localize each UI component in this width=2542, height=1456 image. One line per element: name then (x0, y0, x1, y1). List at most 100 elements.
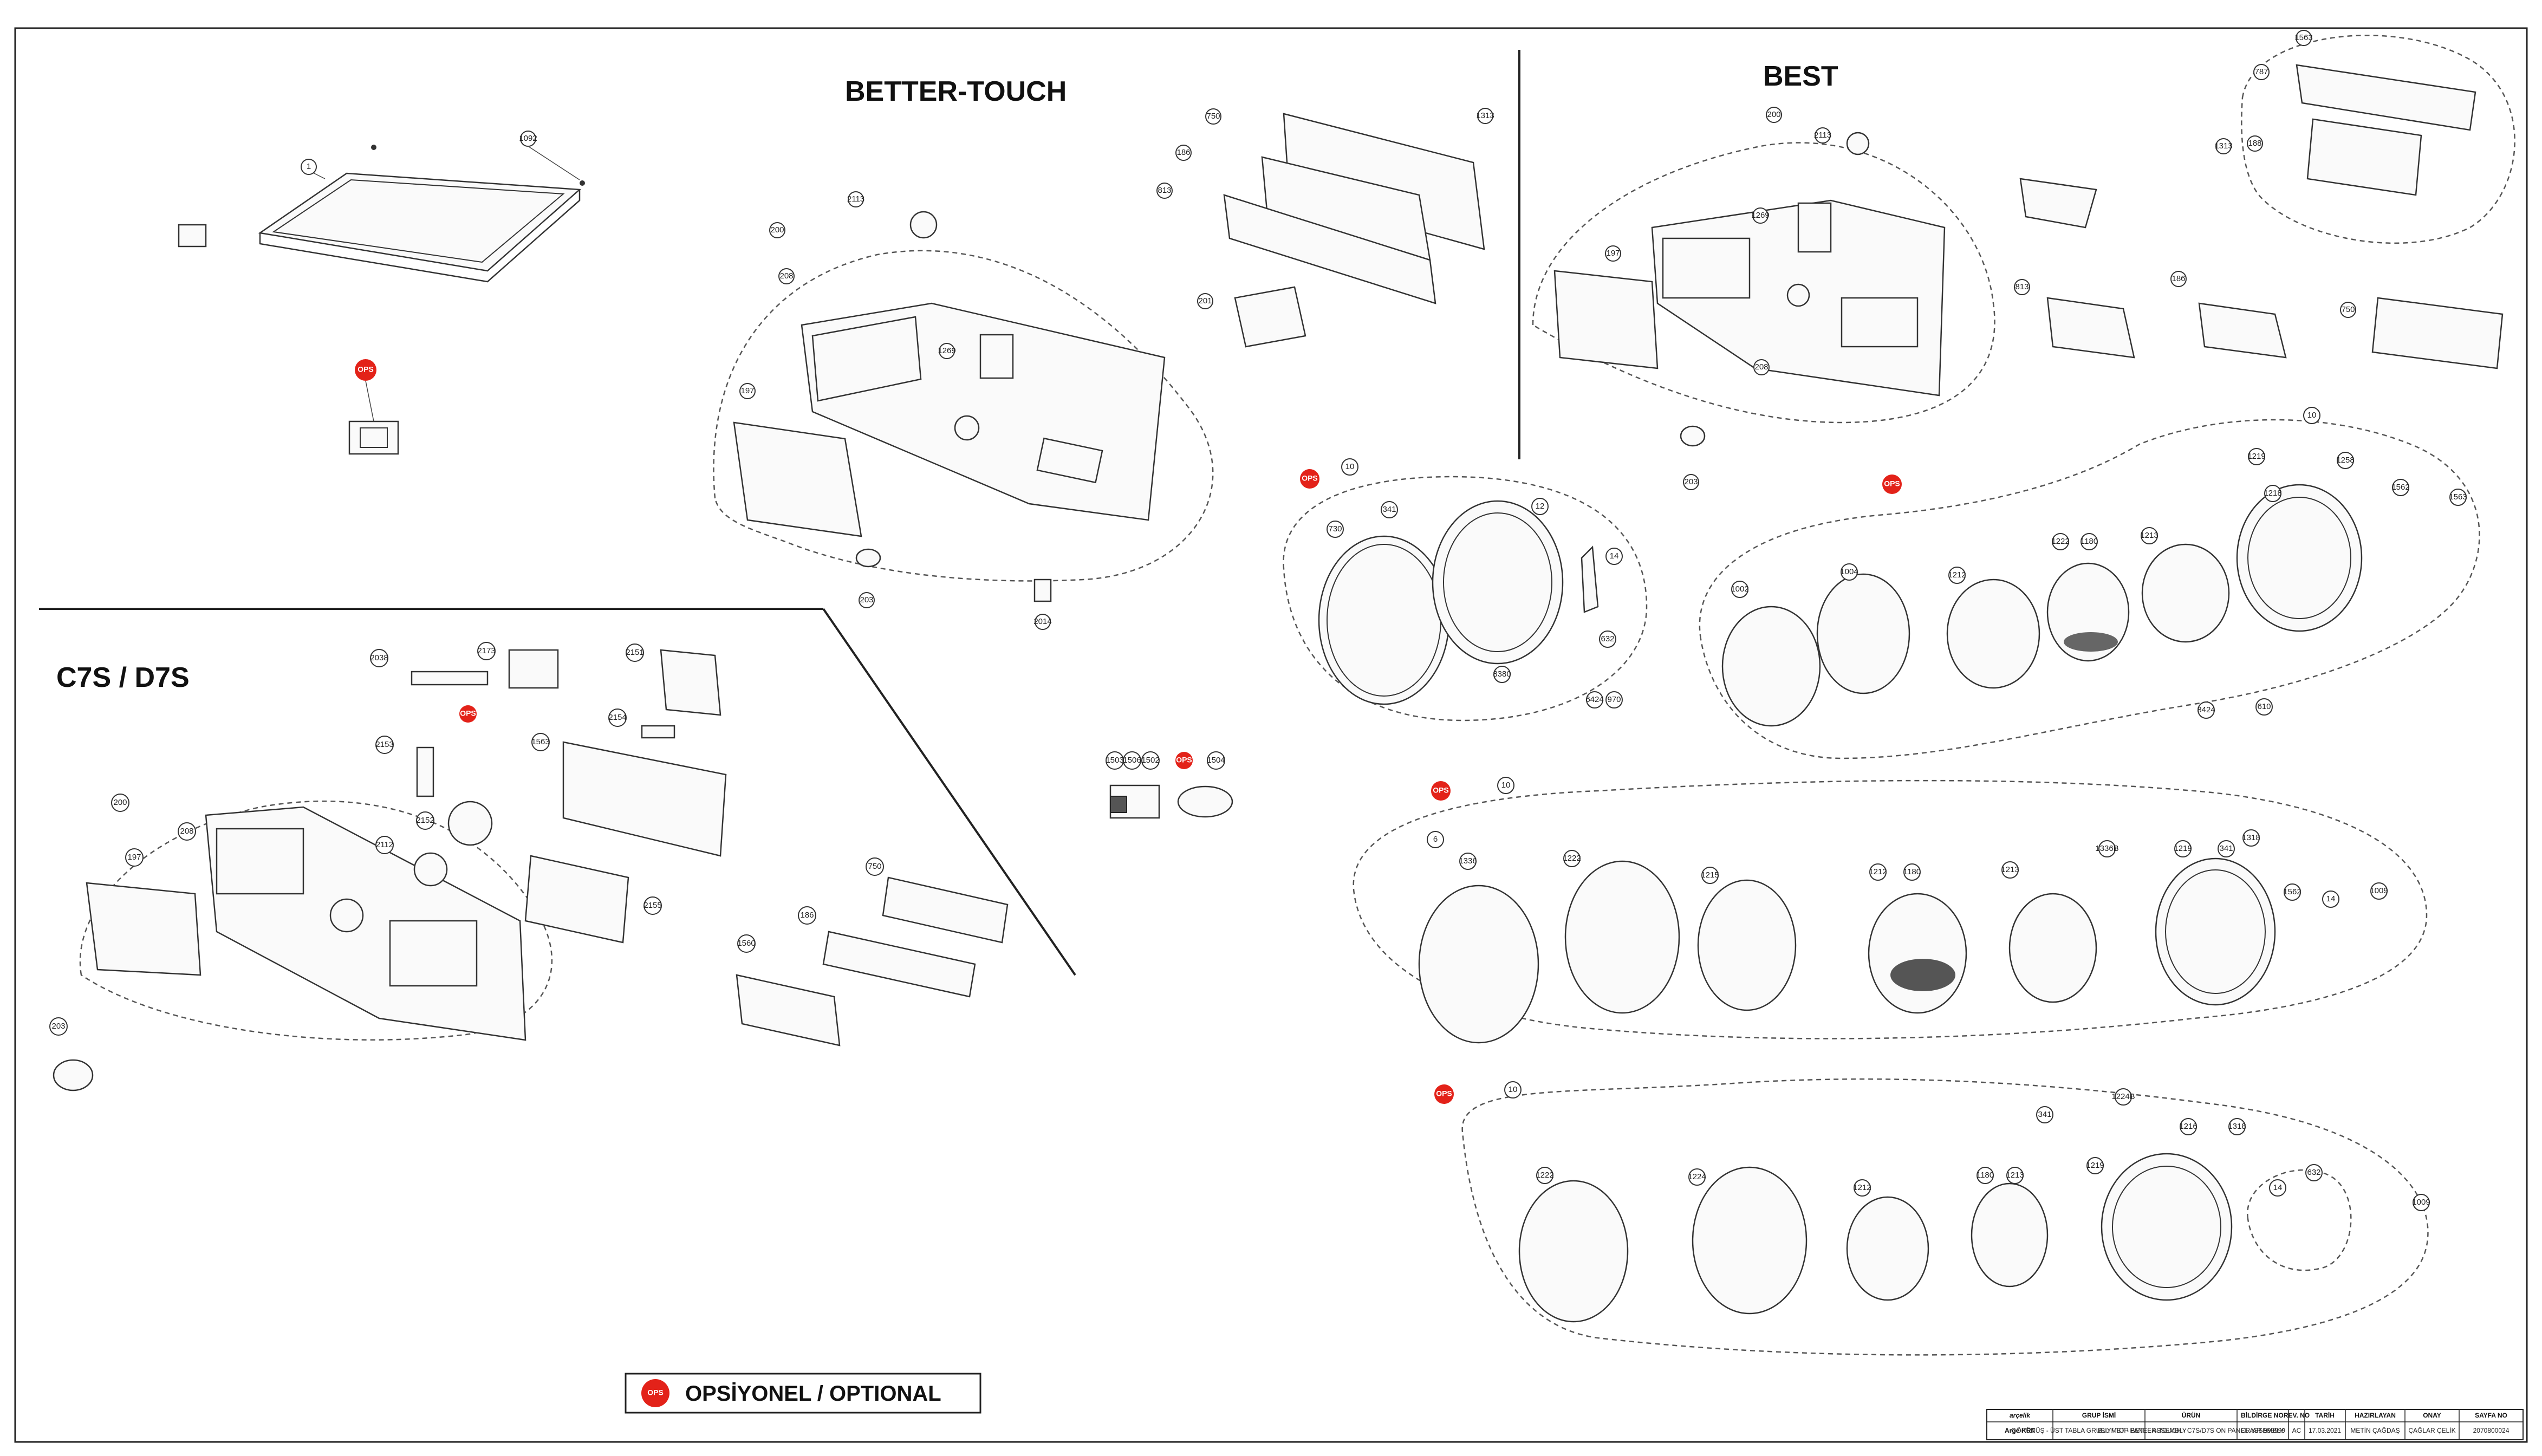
cable-2038 (411, 671, 489, 686)
svg-text:1222: 1222 (1536, 1171, 1553, 1180)
best-display-window (1841, 297, 1919, 348)
svg-text:208: 208 (1754, 362, 1768, 372)
svg-text:6: 6 (1433, 835, 1438, 844)
svg-text:1213: 1213 (2006, 1171, 2024, 1180)
svg-text:200: 200 (770, 225, 784, 235)
door4-glass (1971, 1182, 2049, 1288)
door3-main-frame (2155, 857, 2276, 1006)
detergent-drawer (733, 421, 862, 537)
door2-main-frame (2236, 484, 2363, 632)
svg-text:1562: 1562 (2391, 483, 2409, 492)
screw-icon (371, 145, 376, 150)
svg-text:203: 203 (1684, 477, 1698, 486)
svg-text:REV. NO: REV. NO (2284, 1412, 2310, 1419)
svg-text:1213: 1213 (2001, 865, 2019, 874)
svg-text:186: 186 (1176, 148, 1190, 157)
ops-badge (1175, 752, 1193, 769)
svg-text:1336: 1336 (1459, 856, 1477, 866)
svg-text:HAZIRLAYAN: HAZIRLAYAN (2355, 1412, 2396, 1419)
svg-text:10: 10 (1345, 462, 1355, 471)
svg-text:2153: 2153 (375, 740, 393, 749)
module-2173 (508, 649, 559, 689)
svg-text:10: 10 (1501, 781, 1511, 790)
svg-text:750: 750 (2341, 305, 2355, 314)
svg-text:1563: 1563 (531, 737, 549, 746)
svg-text:8424: 8424 (2197, 705, 2215, 714)
svg-text:GRUP İSMİ: GRUP İSMİ (2082, 1411, 2116, 1419)
svg-text:OPS: OPS (1433, 786, 1449, 795)
svg-text:1180: 1180 (1977, 1171, 1994, 1180)
card-1563 (562, 741, 727, 857)
door3-ring-2 (1564, 860, 1680, 1014)
c7s-group: OPS OPS 2038 2173 2151 2154 2153 1563 21… (49, 642, 1233, 1091)
door3-ring-1 (1418, 885, 1539, 1044)
svg-text:208: 208 (779, 271, 793, 281)
door4-ring-2 (1692, 1166, 1808, 1315)
best-dashed-outline (1532, 142, 1995, 424)
door4-hinge-dashed-outline (2247, 1169, 2352, 1271)
svg-text:730: 730 (1328, 524, 1342, 534)
svg-text:197: 197 (127, 853, 141, 862)
svg-text:2155: 2155 (643, 901, 661, 910)
card-holder-750-c7s (882, 876, 1009, 944)
best-knob-hole (1786, 283, 1810, 307)
section-title-better-touch: BETTER-TOUCH (845, 76, 1067, 107)
svg-text:1318: 1318 (2228, 1122, 2246, 1131)
svg-text:OPS: OPS (1436, 1089, 1452, 1098)
svg-text:1504: 1504 (1207, 756, 1225, 765)
svg-text:1563: 1563 (2449, 492, 2467, 502)
door3-seal (2008, 893, 2097, 1003)
svg-text:787: 787 (2254, 67, 2268, 76)
svg-text:2070800024: 2070800024 (2473, 1427, 2510, 1434)
best-card-750 (2371, 297, 2504, 369)
program-knob-hole (954, 415, 980, 441)
svg-text:14: 14 (2273, 1183, 2283, 1192)
svg-text:1180: 1180 (2081, 537, 2098, 546)
card-holder-787 (2296, 64, 2476, 131)
svg-text:2152: 2152 (416, 816, 434, 825)
c7s-display-window (389, 920, 478, 987)
svg-text:TARİH: TARİH (2315, 1411, 2335, 1419)
svg-text:1212: 1212 (1853, 1183, 1871, 1192)
svg-text:OPS: OPS (460, 709, 476, 718)
svg-text:1212: 1212 (1869, 867, 1887, 876)
svg-text:1563: 1563 (2294, 33, 2312, 42)
door2-ring-1 (1721, 606, 1821, 727)
ops-badge (355, 359, 376, 381)
bracket-201 (1234, 286, 1306, 348)
svg-text:970: 970 (1607, 695, 1621, 704)
divider-diagonal (822, 608, 1076, 976)
c7s-detergent-drawer (86, 882, 201, 976)
svg-text:201: 201 (1198, 296, 1212, 306)
best-card-813 (2046, 297, 2135, 359)
svg-text:1218: 1218 (2264, 489, 2281, 498)
svg-text:BUYMBT - BETTER-TOUCH - C7S/D7: BUYMBT - BETTER-TOUCH - C7S/D7S ON PANEL… (2098, 1427, 2284, 1434)
card-2151 (660, 649, 721, 716)
svg-text:1180: 1180 (1903, 867, 1921, 876)
part-2153 (416, 746, 434, 797)
section-title-best: BEST (1763, 61, 1838, 92)
c7s-detergent-opening (216, 828, 304, 895)
svg-text:1009: 1009 (2412, 1198, 2430, 1207)
legend-box (625, 1373, 981, 1414)
best-card-186 (2198, 302, 2287, 359)
svg-text:610: 610 (2257, 702, 2271, 711)
svg-text:BİLDİRGE NO.: BİLDİRGE NO. (2241, 1411, 2285, 1419)
svg-text:1219: 1219 (2174, 844, 2192, 853)
svg-text:1502: 1502 (1141, 756, 1159, 765)
svg-text:12: 12 (1536, 502, 1545, 511)
svg-text:6424: 6424 (1585, 695, 1603, 704)
door1-hinge (1581, 545, 1599, 613)
door2-seal (2141, 543, 2230, 643)
svg-text:1506: 1506 (1123, 756, 1141, 765)
part-2112 (413, 852, 448, 887)
svg-text:2113: 2113 (847, 194, 864, 204)
clip-2014 (1033, 578, 1052, 602)
card-2155 (524, 855, 629, 944)
c7s-knob-hole (329, 898, 364, 933)
knob-203 (855, 548, 881, 568)
svg-text:750: 750 (1206, 112, 1220, 121)
svg-text:14: 14 (1610, 551, 1619, 561)
best-knob-203 (1680, 425, 1706, 447)
company-name: Arge-KRT (2005, 1427, 2036, 1434)
